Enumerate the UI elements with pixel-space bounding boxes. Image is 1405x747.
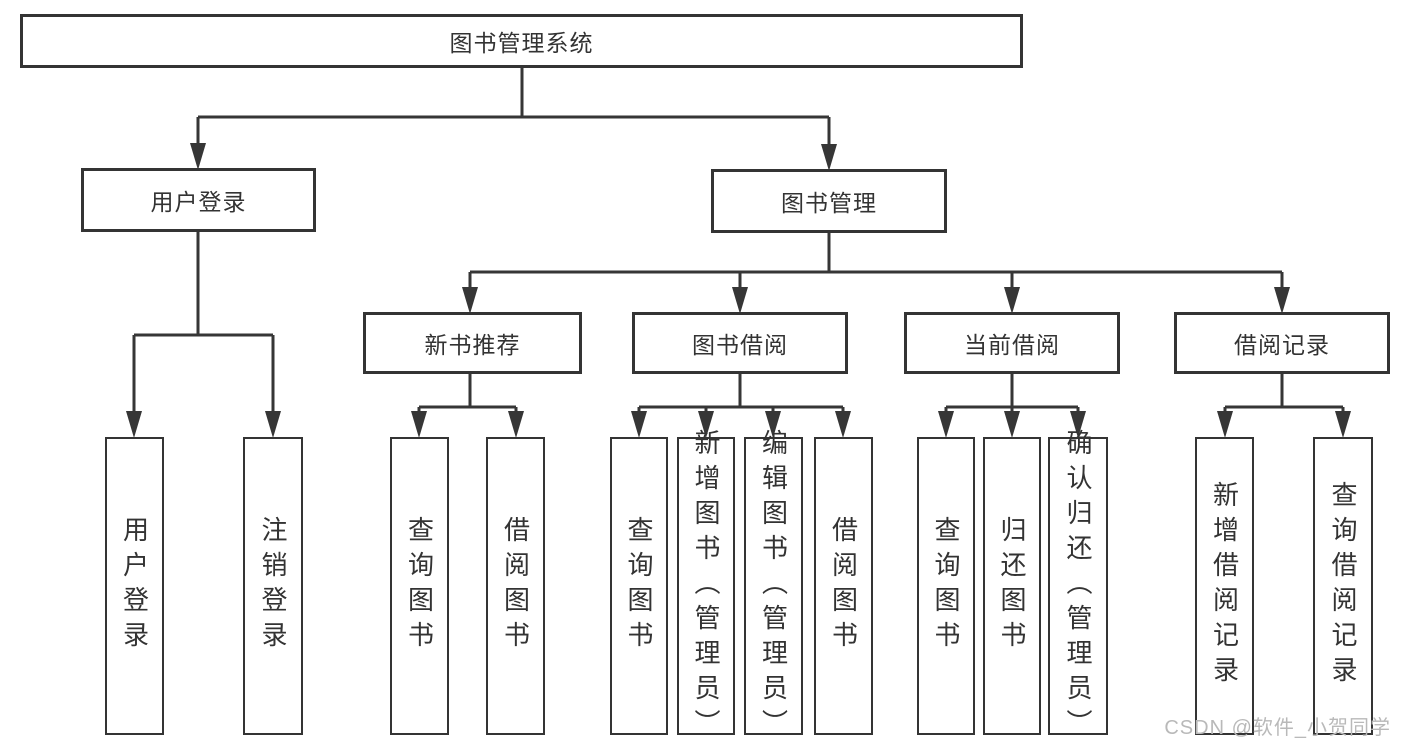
arrow-down-icon xyxy=(1274,287,1290,314)
node-user-login: 用户登录 xyxy=(81,168,316,232)
arrow-down-icon xyxy=(1217,411,1233,438)
node-label: 查询图书 xyxy=(404,516,435,656)
node-leaf-query-books: 查询图书 xyxy=(917,437,975,735)
arrow-down-icon xyxy=(126,411,142,438)
arrow-down-icon xyxy=(462,287,478,314)
node-label: 查询图书 xyxy=(624,516,654,656)
node-leaf-logout: 注销登录 xyxy=(243,437,303,735)
arrow-down-icon xyxy=(508,411,524,438)
node-leaf-confirm-return-admin: 确认归还（管理员） xyxy=(1048,429,1108,744)
node-leaf-query-borrow-record: 查询借阅记录 xyxy=(1313,437,1373,735)
node-label: 图书借阅 xyxy=(692,332,788,358)
node-label: 借阅图书 xyxy=(828,516,859,656)
node-leaf-add-books-admin: 新增图书（管理员） xyxy=(677,429,735,744)
arrow-down-icon xyxy=(1004,287,1020,314)
arrow-down-icon xyxy=(1335,411,1351,438)
arrow-down-icon xyxy=(265,411,281,438)
node-label: 借阅图书 xyxy=(500,516,531,656)
node-library-management-system: 图书管理系统 xyxy=(20,14,1023,68)
node-label: 当前借阅 xyxy=(964,332,1060,358)
node-leaf-query-books: 查询图书 xyxy=(390,437,449,735)
csdn-watermark: CSDN @软件_小贺同学 xyxy=(1164,717,1391,739)
node-borrowing-records: 借阅记录 xyxy=(1174,312,1390,374)
node-label: 确认归还（管理员） xyxy=(1063,428,1093,744)
arrow-down-icon xyxy=(821,144,837,171)
arrow-down-icon xyxy=(938,411,954,438)
node-label: 编辑图书（管理员） xyxy=(758,428,789,744)
node-label: 新增图书（管理员） xyxy=(691,428,721,744)
arrow-down-icon xyxy=(631,411,647,438)
node-label: 图书管理系统 xyxy=(449,30,594,56)
node-new-book-recommendation: 新书推荐 xyxy=(363,312,582,374)
arrow-down-icon xyxy=(835,411,851,438)
arrow-down-icon xyxy=(411,411,427,438)
node-leaf-user-login: 用户登录 xyxy=(105,437,164,735)
node-book-management: 图书管理 xyxy=(711,169,947,233)
arrow-down-icon xyxy=(732,287,748,314)
node-label: 归还图书 xyxy=(997,516,1027,656)
node-label: 用户登录 xyxy=(119,516,150,656)
arrow-down-icon xyxy=(190,143,206,170)
node-book-borrowing: 图书借阅 xyxy=(632,312,848,374)
node-leaf-add-borrow-record: 新增借阅记录 xyxy=(1195,437,1254,735)
node-leaf-query-books: 查询图书 xyxy=(610,437,668,735)
node-current-borrowing: 当前借阅 xyxy=(904,312,1120,374)
node-label: 新书推荐 xyxy=(424,332,521,358)
node-label: 查询借阅记录 xyxy=(1328,481,1358,691)
node-leaf-borrow-books: 借阅图书 xyxy=(486,437,545,735)
node-label: 用户登录 xyxy=(150,189,247,215)
node-leaf-return-books: 归还图书 xyxy=(983,437,1041,735)
node-label: 图书管理 xyxy=(781,190,877,216)
node-label: 借阅记录 xyxy=(1234,332,1330,358)
arrow-down-icon xyxy=(1004,411,1020,438)
node-leaf-borrow-books: 借阅图书 xyxy=(814,437,873,735)
node-leaf-edit-books-admin: 编辑图书（管理员） xyxy=(744,429,803,744)
node-label: 注销登录 xyxy=(258,516,288,656)
node-label: 查询图书 xyxy=(931,516,961,656)
node-label: 新增借阅记录 xyxy=(1209,481,1240,691)
